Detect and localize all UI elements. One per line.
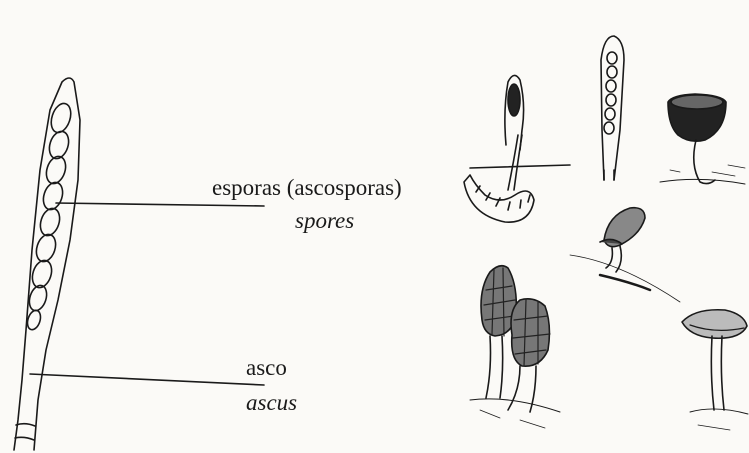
spores-english-label: spores — [295, 209, 354, 232]
spores-leader-line — [56, 203, 264, 206]
tilted-cap-fungus-icon — [570, 208, 680, 302]
ascus-spanish-label: asco — [246, 356, 287, 379]
ascus-diagram — [14, 78, 80, 450]
ascus-with-spores-icon — [601, 36, 624, 180]
cap-mushroom-icon — [682, 310, 748, 430]
morel-mushrooms-icon — [470, 266, 560, 428]
cup-fungus-icon — [660, 94, 745, 184]
ascus-leader-line — [30, 374, 264, 385]
cordyceps-on-larva-icon — [464, 75, 570, 222]
ascus-english-label: ascus — [246, 391, 297, 414]
spores-spanish-label: esporas (ascosporas) — [212, 176, 402, 199]
